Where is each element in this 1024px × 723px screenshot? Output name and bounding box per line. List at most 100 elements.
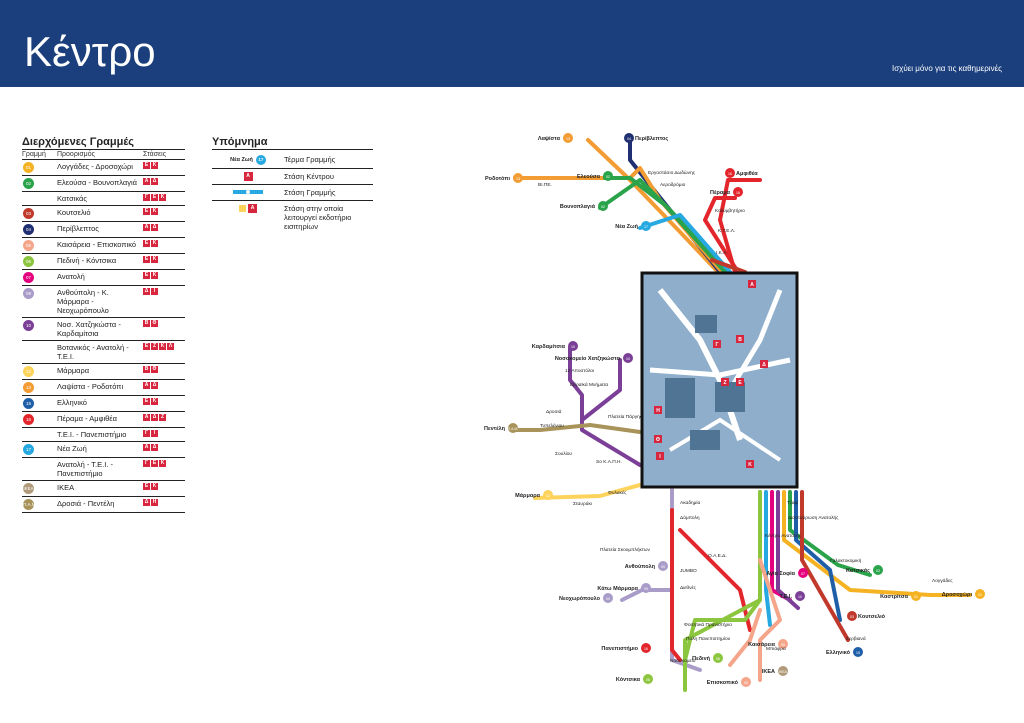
route-num-cell: 13 xyxy=(22,382,57,393)
route-stop-box: Ε xyxy=(143,483,150,490)
legend-center-stop-text: Στάση Κέντρου xyxy=(284,172,334,181)
route-badge: 15 xyxy=(23,398,34,409)
line-pam xyxy=(513,423,642,434)
center-stop-marker xyxy=(746,460,754,468)
route-stop-box: Β xyxy=(143,366,150,373)
route-destination: Λαψίστα - Ροδοτόπι xyxy=(57,382,124,391)
route-stop-box: Ε xyxy=(143,272,150,279)
route-badge: 10 xyxy=(23,320,34,331)
city-road xyxy=(727,289,783,392)
terminal-name: Κατσικάς xyxy=(846,568,870,574)
terminal-name: Νεοχωρόπουλο xyxy=(559,596,601,602)
center-stop-marker xyxy=(654,435,662,443)
terminal-name: Αμφιθέα xyxy=(736,171,758,177)
terminal-number: 09 xyxy=(606,597,610,601)
legend-terminal: Νέα Ζωή 17 Τέρμα Γραμμής xyxy=(212,152,373,169)
route-stop-box: Γ xyxy=(143,460,150,467)
route-destination: Νέα Ζωή xyxy=(57,444,87,453)
route-badge: 04 xyxy=(23,224,34,235)
route-stop-box: Θ xyxy=(151,366,158,373)
terminal-badge xyxy=(658,561,668,571)
route-num-cell: 10 xyxy=(22,320,57,331)
route-stop-box: Α xyxy=(143,178,150,185)
terminal-name: Περίβλεπτος xyxy=(635,136,668,142)
route-destination: IKEA xyxy=(57,483,75,492)
terminal-number: 07 xyxy=(801,572,805,576)
legend-terminal-text: Τέρμα Γραμμής xyxy=(284,155,336,164)
legend-ticket-stop: Α Στάση στην οποία λειτουργεί εκδοτήριο … xyxy=(212,201,373,234)
route-stop-box: Δ xyxy=(143,288,150,295)
route-stop-box: Δ xyxy=(151,382,158,389)
line-05 xyxy=(758,558,782,682)
stop-label: Νοσοκομείο xyxy=(670,658,696,664)
route-badge: 07 xyxy=(23,272,34,283)
route-destination: Ελεούσα - Βουνοπλαγιά xyxy=(57,178,137,187)
line-13 xyxy=(586,138,720,274)
terminal-name: Κόντσικα xyxy=(616,677,641,683)
terminal-name: Λαψίστα xyxy=(538,136,561,142)
terminal-number: 01 xyxy=(914,595,918,599)
stop-label: Σουλίου xyxy=(555,451,572,457)
route-num-cell: IKEA xyxy=(22,483,57,494)
terminal-number: 10 xyxy=(626,357,630,361)
line-16-perama xyxy=(703,196,740,274)
terminal-name: Κάτω Μάρμαρα xyxy=(597,586,638,592)
route-stop-box: Δ xyxy=(151,414,158,421)
line-02-south xyxy=(788,490,872,577)
page-title: Κέντρο xyxy=(24,28,156,75)
route-badge: 13 xyxy=(23,382,34,393)
route-stop-box: Κ xyxy=(159,343,166,350)
terminal-number: 16 xyxy=(736,191,740,195)
routes-table: Διερχόμενες Γραμμές Γραμμή Προορισμός Στ… xyxy=(22,136,185,513)
terminal-number: 09 xyxy=(644,587,648,591)
terminal-badge xyxy=(778,666,788,676)
terminal-name: Ανθούπολη xyxy=(625,564,656,570)
center-stop-marker xyxy=(760,360,768,368)
terminal-number: 02 xyxy=(601,205,605,209)
route-stop-box: Ζ xyxy=(159,414,166,421)
line-10-hospital xyxy=(580,358,622,422)
terminal-number: 02 xyxy=(606,175,610,179)
routes-header: Γραμμή Προορισμός Στάσεις xyxy=(22,150,185,160)
route-destination: Ανατολή xyxy=(57,272,85,281)
legend: Υπόμνημα Νέα Ζωή 17 Τέρμα Γραμμής Α Στάσ… xyxy=(212,136,373,234)
route-stop-box: Ε xyxy=(143,162,150,169)
route-destination: Ανατολή - Τ.Ε.Ι. - Πανεπιστήμιο xyxy=(57,460,113,478)
center-stop-letter: Β xyxy=(738,337,742,343)
route-stop-box: Α xyxy=(143,414,150,421)
stop-label: Δροσιά xyxy=(546,408,562,415)
terminal-badge xyxy=(725,168,735,178)
line-15 xyxy=(794,490,842,622)
stop-label: Τζαμί xyxy=(787,500,799,506)
center-stop-letter: Δ xyxy=(762,362,766,368)
ticket-icon xyxy=(239,205,246,212)
route-stop-box: Κ xyxy=(151,162,158,169)
line-05-episkopiko xyxy=(728,608,762,667)
center-stop-letter: Θ xyxy=(656,437,660,443)
terminal-name: Ελεούσα xyxy=(577,174,601,180)
route-stop-box: Λ xyxy=(167,343,174,350)
ticket-stop-symbol: Α xyxy=(212,204,284,213)
route-destination: Ανθούπολη - Κ. Μάρμαρα - Νεοχωρόπουλο xyxy=(57,288,109,315)
terminal-number: Π.Α.Μ. xyxy=(508,427,519,431)
route-stop-box: Θ xyxy=(151,320,158,327)
route-stop-box: Ι xyxy=(151,430,158,437)
stop-label: Δόμπολη xyxy=(680,514,700,521)
terminal-name: Κουτσελιό xyxy=(858,614,886,620)
center-stop-symbol: Α xyxy=(212,172,284,181)
terminal-name: Δροσοχώρι xyxy=(942,592,973,598)
city-road xyxy=(668,417,782,462)
